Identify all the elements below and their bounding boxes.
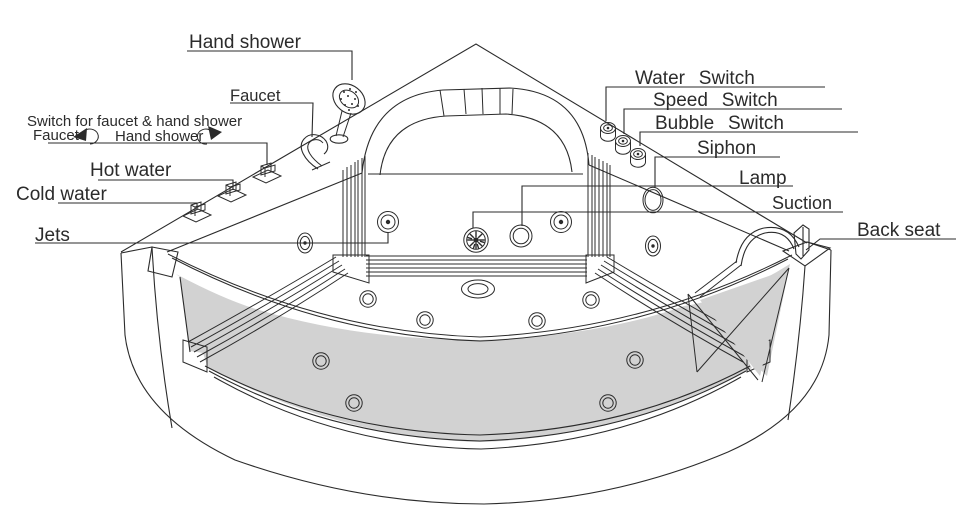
seat-lip-curve-1 (167, 253, 793, 338)
speed-switch-knob (615, 135, 631, 155)
back-jet-right (550, 211, 572, 233)
right-pillar-flutes (587, 153, 611, 257)
apron-right-face-edge (787, 265, 806, 421)
label-jets: Jets (35, 225, 70, 246)
back-seat-headrest-arc-outer (735, 226, 800, 264)
apron-left-corner-edge (120, 246, 173, 429)
hand-shower-spray-dots (340, 88, 359, 111)
rotation-arrows (73, 126, 222, 145)
leader-siphon (654, 156, 780, 188)
side-jet-right (645, 235, 661, 257)
roll-band-lines (366, 255, 587, 277)
seat-shade-front-band (203, 306, 752, 442)
bubble-switch-knob (630, 148, 646, 168)
label-speed-switch: Speed Switch (653, 90, 778, 111)
leader-jets (35, 233, 389, 244)
corner-pillars (342, 153, 611, 257)
lamp-fitting (509, 224, 533, 248)
tub-apron (120, 241, 832, 505)
deck-outer-edge (120, 43, 808, 253)
labels: Hand shower Faucet Switch for faucet & h… (16, 32, 941, 246)
water-switch-knob (600, 122, 616, 142)
floor-fittings (312, 279, 644, 412)
drain (461, 279, 495, 299)
back-seat-shade (700, 270, 786, 376)
wall-floor-roll (182, 254, 771, 373)
shell-bottom-curve-2 (208, 370, 747, 442)
back-seat-headrest-arc-inner (740, 231, 795, 267)
deck-fittings (182, 122, 646, 223)
back-seat-strut (694, 260, 742, 298)
leader-faucet (230, 102, 314, 138)
back-jet-left (377, 211, 399, 233)
leader-suction (472, 211, 843, 228)
seat-edges (167, 253, 793, 363)
label-cold-water: Cold water (16, 184, 107, 205)
label-bubble-switch: Bubble Switch (655, 113, 784, 134)
roll-corner-right-pillar (585, 254, 615, 284)
wall-fittings (297, 186, 664, 257)
leader-hot-water (98, 179, 234, 190)
arch-inner-curve (379, 113, 573, 176)
leader-hand-shower (187, 50, 353, 80)
floor-jet (582, 291, 600, 309)
arch-outer-curve (361, 87, 590, 174)
seat-rail-left-bundle (187, 256, 349, 363)
label-faucet: Faucet (230, 87, 281, 105)
faucet-spout (300, 134, 331, 171)
hand-shower-handle (335, 110, 352, 138)
seat-shade-left-wedge (176, 274, 259, 353)
back-seat-bracket (793, 224, 810, 260)
floor-jet (528, 312, 546, 330)
leader-speed-switch (623, 108, 842, 134)
label-lamp: Lamp (739, 168, 787, 189)
floor-jet (359, 290, 377, 308)
floor-jet (416, 311, 434, 329)
left-rim-end-cap (147, 246, 179, 278)
siphon-fitting (642, 186, 664, 214)
leader-cold-water (58, 202, 198, 210)
hand-shower-base (329, 134, 349, 144)
rotate-counterclockwise-icon (73, 128, 99, 145)
rotate-clockwise-icon (196, 126, 222, 145)
label-switch-title: Switch for faucet & hand shower (27, 113, 242, 130)
arch-segment-ticks (439, 87, 514, 117)
leader-switch-group (48, 142, 268, 165)
hot-water-valve (217, 181, 247, 203)
apron-outline (120, 249, 832, 505)
suction-fitting (463, 227, 489, 253)
right-rim-end-cap (781, 241, 832, 267)
leader-lines (35, 50, 956, 251)
shell-bottom-curve-3 (213, 376, 742, 450)
label-hand-shower: Hand shower (189, 32, 302, 53)
label-water-switch: Water Switch (635, 68, 755, 89)
label-back-seat: Back seat (857, 220, 941, 241)
hand-shower-unit (329, 83, 366, 144)
roll-corner-left-pillar (332, 254, 370, 284)
label-siphon: Siphon (697, 138, 756, 159)
label-hot-water: Hot water (90, 160, 172, 181)
back-seat-assembly (687, 224, 810, 383)
leader-bubble-switch (639, 131, 858, 146)
leader-water-switch (605, 86, 825, 121)
leader-back-seat (805, 238, 956, 251)
left-pillar-flutes (342, 156, 366, 257)
deck-inner-edge-left (166, 172, 363, 253)
seat-rail-right-bundle (594, 256, 756, 363)
shell-bottom-curve-1 (204, 365, 751, 436)
leader-lamp (521, 185, 793, 226)
label-suction: Suction (772, 193, 832, 213)
left-rim-end-inner-edge (179, 276, 191, 353)
back-seat-cross-brace (687, 267, 790, 383)
label-switch-hand-shower: Hand shower (115, 128, 203, 145)
label-switch-faucet: Faucet (33, 127, 80, 144)
headrest-arch (361, 87, 590, 176)
roll-corner-left-end (182, 339, 208, 373)
